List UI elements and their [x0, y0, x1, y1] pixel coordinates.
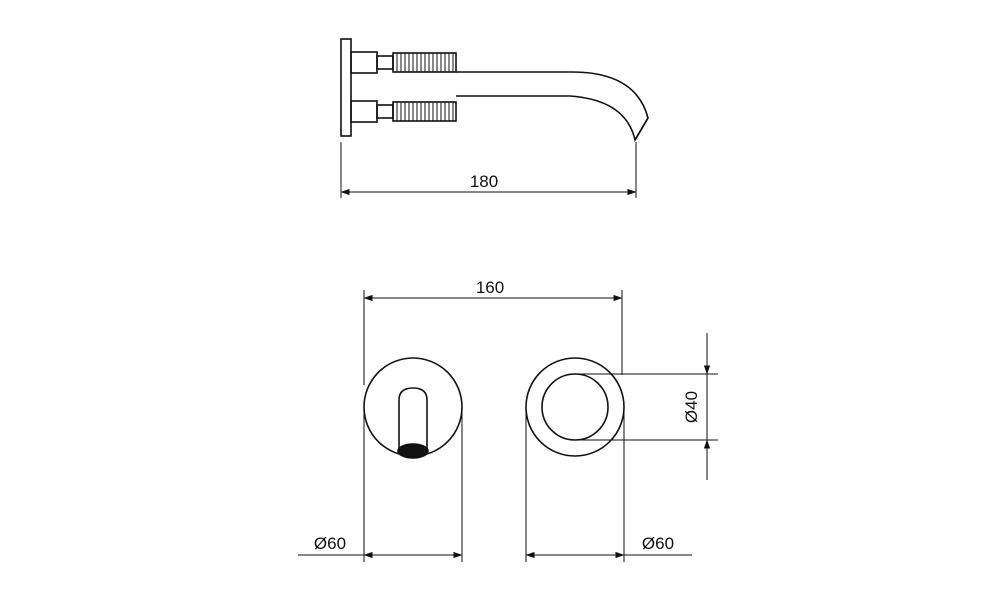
- spout-front: [398, 387, 428, 450]
- spout-tube: [456, 71, 649, 143]
- spout-mouth: [634, 117, 649, 141]
- upper-collar: [376, 55, 394, 70]
- dimension-label-160: 160: [476, 278, 504, 297]
- handle-knob: [541, 373, 609, 441]
- upper-stem: [350, 51, 378, 74]
- lower-stem: [350, 100, 378, 123]
- dimension-label-d60-left: Ø60: [314, 534, 346, 553]
- dimension-label-d40: Ø40: [682, 391, 701, 423]
- dimension-label-180: 180: [470, 172, 498, 191]
- handle-rosette: [525, 357, 625, 457]
- wall-plate: [340, 38, 352, 137]
- lower-knurl-lines: [396, 102, 454, 121]
- front-view: 160 Ø40 Ø60 Ø60: [298, 278, 718, 562]
- side-view: 180: [340, 38, 649, 198]
- dimension-label-d60-right: Ø60: [642, 534, 674, 553]
- spout-rosette: [363, 357, 463, 457]
- upper-knurl-lines: [396, 53, 454, 72]
- spout-outlet: [397, 443, 429, 459]
- lower-collar: [376, 104, 394, 119]
